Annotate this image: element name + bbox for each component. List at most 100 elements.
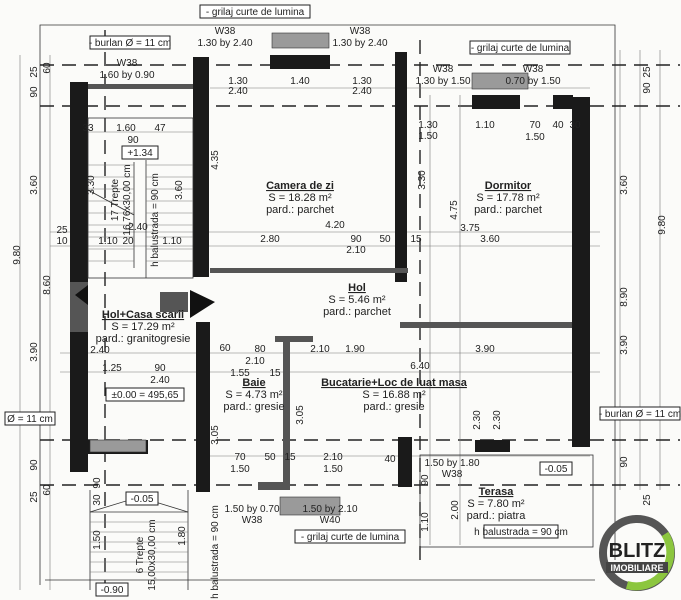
window-size: 0.70 by 1.50 [505, 76, 560, 87]
dimension-label: 2.10 [323, 452, 343, 463]
dimension-label: 1.90 [345, 344, 365, 355]
room-floor: pard.: parchet [266, 204, 334, 216]
room-name: Hol+Casa scarii [102, 309, 184, 321]
dimension-label: 30 [92, 494, 103, 506]
level-mark: -0.05 [545, 464, 568, 475]
dimension-label: 4.20 [325, 220, 345, 231]
dimension-label: 50 [264, 452, 276, 463]
note-box [89, 35, 171, 50]
room-floor: pard.: parchet [474, 204, 542, 216]
dimension-label: 15 [284, 452, 296, 463]
dimension-label: 2.30 [492, 410, 503, 430]
dimension-label: 70 [529, 120, 541, 131]
railing-height: h balustrada = 90 cm [210, 505, 221, 599]
room-name: Dormitor [485, 180, 532, 192]
note-box [4, 411, 56, 426]
logo-subtext: IMOBILIARE [611, 563, 664, 573]
dimension-label: 1.50 [92, 530, 103, 550]
dimension-label: 3.60 [619, 175, 630, 195]
dimension-label: 20 [122, 236, 134, 247]
dimension-label: 25 [56, 225, 68, 236]
note-text: - burlan Ø = 11 cm [89, 38, 171, 49]
annotation-notes: - grilaj curte de lumina - grilaj curte d… [4, 4, 681, 544]
note-text: - grilaj curte de lumina [471, 43, 570, 54]
dimension-label: 3.05 [295, 405, 306, 425]
dimension-label: 60 [219, 343, 231, 354]
room-name: Hol [348, 282, 366, 294]
note-text: - grilaj curte de lumina [206, 7, 305, 18]
level-mark: ±0.00 = 495,65 [112, 390, 179, 401]
dimension-label: 1.10 [98, 236, 118, 247]
dimension-label: 90 [619, 456, 630, 468]
dimension-label: 1.10 [420, 512, 431, 532]
dimension-label: 25 [642, 494, 653, 506]
dimension-label: 2.40 [150, 375, 170, 386]
note-text: Ø = 11 cm [7, 414, 53, 425]
room-area: S = 17.29 m² [111, 321, 175, 333]
dimension-label: 3.30 [417, 170, 428, 190]
dimension-label: 2.30 [472, 410, 483, 430]
dimension-label: 1.50 [418, 131, 438, 142]
dimension-label: 25 [642, 66, 653, 78]
dimension-label: 1.30 [352, 76, 372, 87]
dimension-label: 1.30 [228, 76, 248, 87]
window-type: W38 [442, 469, 463, 480]
dimension-label: 1.80 [177, 526, 188, 546]
window-marks [89, 32, 529, 516]
staircase [87, 117, 194, 573]
dimension-label: 1.50 [230, 464, 250, 475]
room-area: S = 4.73 m² [225, 389, 283, 401]
dimension-label: 3.30 [86, 175, 97, 195]
dimension-label: 47 [154, 123, 166, 134]
entrance-arrow-icon [190, 290, 215, 318]
room-area: S = 16.88 m² [362, 389, 426, 401]
window-size: 1.30 by 2.40 [197, 38, 252, 49]
dimension-label: 40 [552, 120, 564, 131]
dimension-label: 3.05 [210, 425, 221, 445]
dimension-label: 90 [29, 459, 40, 471]
dimension-label: 90 [420, 474, 431, 486]
dimension-label: 30 [569, 120, 581, 131]
dimension-label: 1.30 [418, 120, 438, 131]
level-mark: -0.90 [101, 585, 124, 596]
dimension-label: 70 [234, 452, 246, 463]
dimension-label: 9.80 [12, 245, 23, 265]
room-name: Camera de zi [266, 180, 334, 192]
dimension-label: 8.90 [619, 287, 630, 307]
stair-size: 16,76x30,00 cm [122, 164, 133, 235]
window-type: W38 [433, 64, 454, 75]
level-mark: +1.34 [127, 148, 153, 159]
railing-height: h balustrada = 90 cm [150, 173, 161, 267]
window-type: W38 [523, 64, 544, 75]
room-name: Baie [242, 377, 265, 389]
entrance-mark [160, 292, 188, 312]
window-size: 1.60 by 0.90 [99, 70, 154, 81]
dimension-label: 10 [56, 236, 68, 247]
dimension-label: 2.10 [310, 344, 330, 355]
note-text: - burlan Ø = 11 cm [599, 409, 681, 420]
window-type: W38 [215, 26, 236, 37]
dimension-label: 2.40 [228, 86, 248, 97]
room-floor: pard.: gresie [223, 401, 284, 413]
room-name: Bucatarie+Loc de luat masa [321, 377, 468, 389]
dimension-label: 1.25 [102, 363, 122, 374]
window-size: 1.50 by 1.80 [424, 458, 479, 469]
dimension-label: 1.10 [162, 236, 182, 247]
note-box [469, 40, 571, 55]
window-type: W38 [117, 58, 138, 69]
stair-size: 15,00x30,00 cm [147, 519, 158, 590]
dimension-label: 3.75 [460, 223, 480, 234]
stair-count: 6 Trepte [135, 536, 146, 573]
logo-text: BLITZ [609, 540, 666, 562]
dimension-label: 1.50 [323, 464, 343, 475]
window-type: W38 [350, 26, 371, 37]
dimension-label: 2.40 [352, 86, 372, 97]
dimension-label: 1.60 [116, 123, 136, 134]
dimension-label: 60 [42, 62, 53, 74]
dimension-label: 15 [410, 234, 422, 245]
dimension-label: 25 [29, 491, 40, 503]
level-labels: +1.34±0.00 = 495,65-0.05-0.90-0.05 [95, 145, 573, 597]
dimension-label: 9.80 [657, 215, 668, 235]
